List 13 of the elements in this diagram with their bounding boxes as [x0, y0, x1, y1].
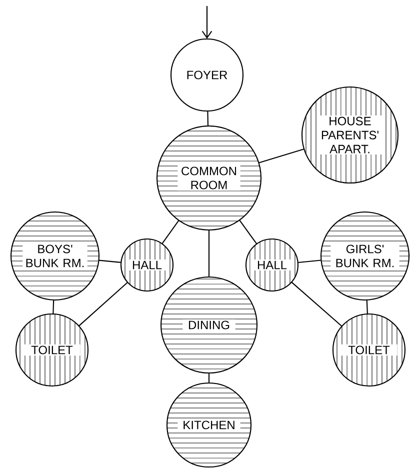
connector-line: [99, 260, 121, 263]
connector-line: [291, 282, 342, 326]
connector-line: [366, 300, 368, 314]
connector-line: [258, 148, 304, 164]
connector-line: [208, 230, 210, 277]
connector-line: [239, 220, 258, 244]
connector-line: [207, 111, 209, 126]
arrow: [202, 6, 212, 39]
connector-line: [78, 282, 128, 326]
connector-line: [298, 260, 321, 263]
connector-line: [208, 373, 210, 383]
connector-line: [52, 300, 54, 314]
connector-line: [162, 220, 180, 244]
